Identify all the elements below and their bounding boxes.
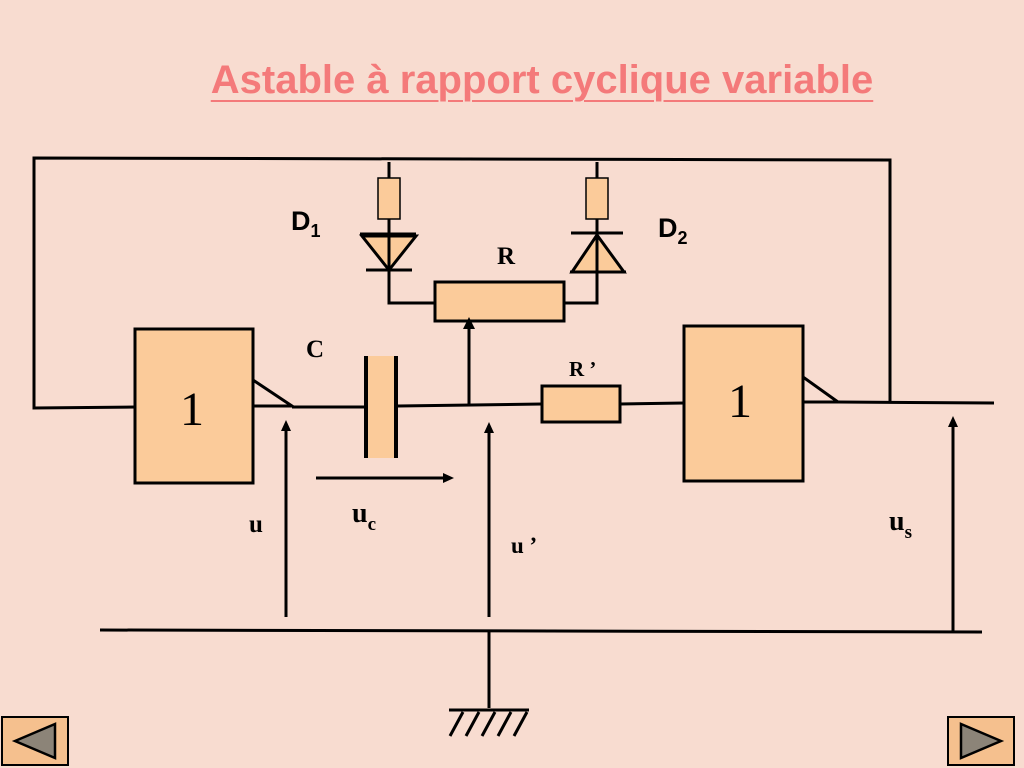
label-r-prime: R ’ (569, 357, 596, 381)
ground-symbol (448, 711, 529, 737)
arrow-u-prime-head (484, 422, 494, 433)
wire-rprime-to-gate2 (619, 401, 685, 406)
d1-series-resistor (377, 177, 401, 220)
diode-d1 (358, 232, 420, 273)
d2-series-resistor (585, 177, 609, 220)
triangle-right-icon (959, 722, 1005, 760)
triangle-left-icon (11, 722, 57, 760)
wire-d1-to-pot (387, 270, 435, 305)
diode-d2 (569, 231, 627, 274)
label-u: u (249, 511, 263, 538)
ground-bus (99, 628, 983, 634)
feedback-wire (32, 156, 892, 410)
potentiometer-r (433, 280, 566, 323)
voltage-arrows (281, 416, 958, 632)
capacitor (364, 356, 398, 458)
wire-d2-to-pot (564, 272, 599, 305)
label-d2: D2 (658, 213, 688, 248)
resistor-r-prime (540, 384, 622, 424)
gate2-output-triangle (802, 375, 843, 404)
arrow-us-head (948, 416, 958, 427)
potentiometer-wiper-arrow (463, 317, 475, 329)
arrow-uc-head (443, 473, 454, 483)
wire-output (837, 400, 995, 405)
label-us: us (889, 506, 912, 543)
wires (32, 156, 995, 712)
previous-slide-button[interactable] (1, 716, 69, 766)
label-gate1: 1 (180, 383, 204, 436)
arrow-u-head (281, 420, 291, 431)
label-r: R (497, 243, 516, 270)
label-gate2: 1 (728, 375, 752, 428)
label-uc: uc (352, 498, 376, 535)
label-u-prime: u ’ (511, 533, 537, 558)
gate1-output-triangle (252, 378, 297, 408)
gate2-box (682, 324, 805, 483)
slide-title: Astable à rapport cyclique variable (210, 58, 874, 102)
label-c: C (306, 336, 324, 363)
label-d1: D1 (291, 206, 321, 241)
next-slide-button[interactable] (947, 716, 1015, 766)
